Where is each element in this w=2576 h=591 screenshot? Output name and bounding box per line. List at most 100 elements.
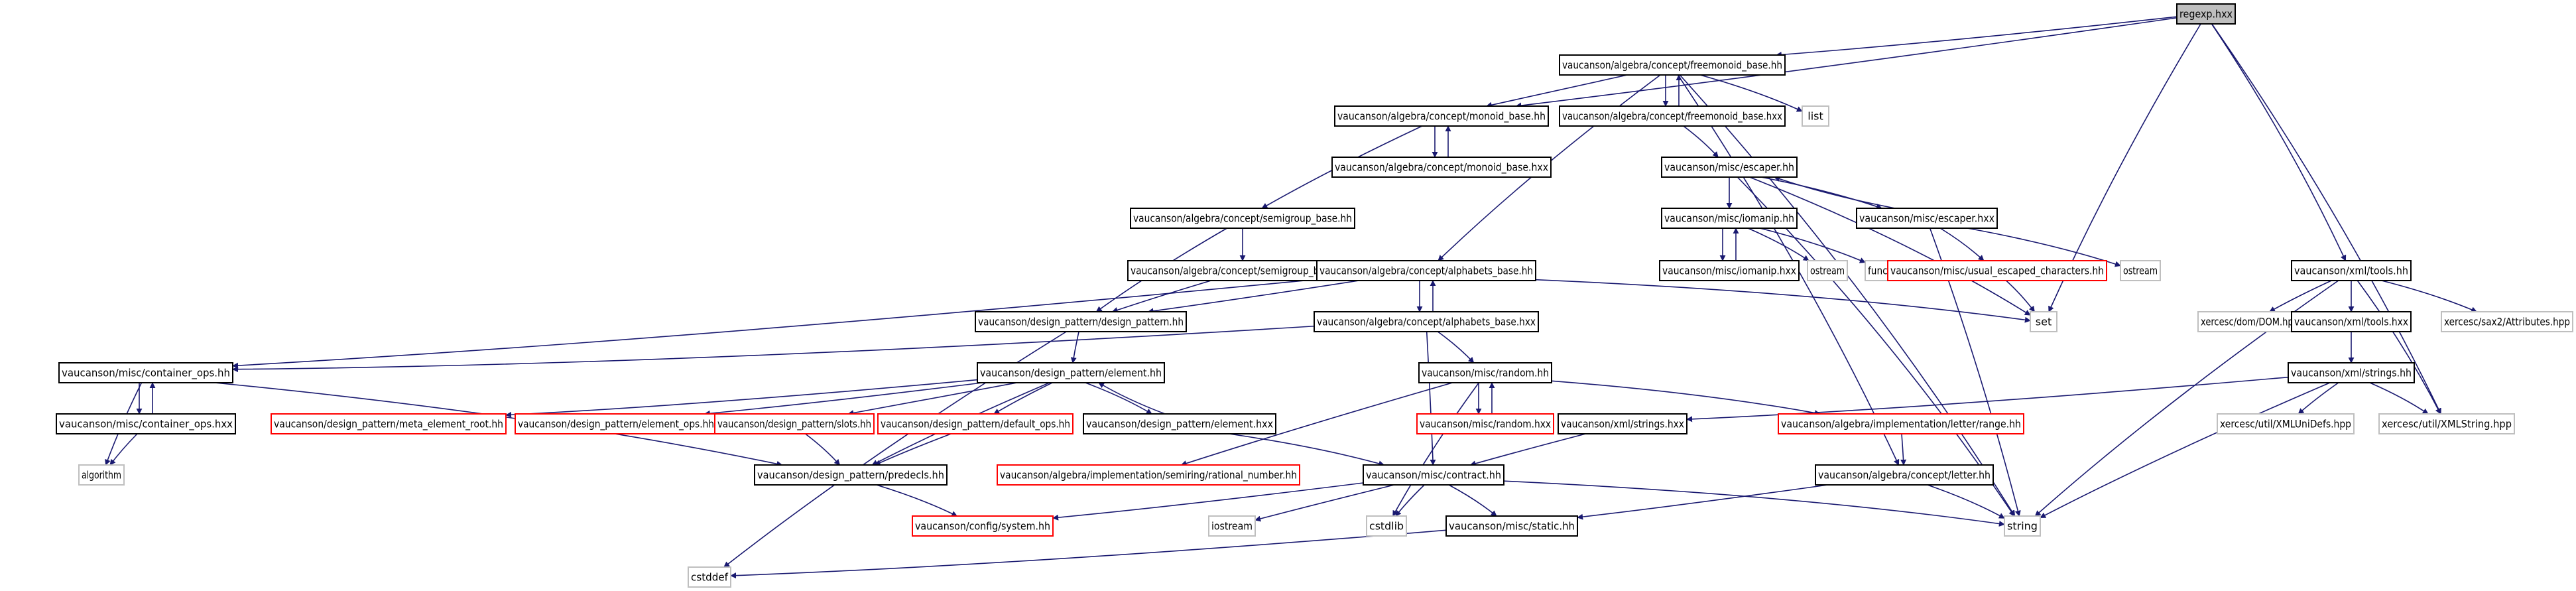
node-xml-tools-hh[interactable]: vaucanson/xml/tools.hh bbox=[2291, 260, 2412, 281]
node-label: vaucanson/misc/iomanip.hh bbox=[1664, 212, 1794, 225]
edge-regexp_hxx-to-xml_tools_hh bbox=[2211, 23, 2347, 261]
node-xml-strings-hh[interactable]: vaucanson/xml/strings.hh bbox=[2288, 362, 2415, 383]
node-label: vaucanson/misc/escaper.hh bbox=[1664, 161, 1794, 174]
node-usual-escaped-characters-hh[interactable]: vaucanson/misc/usual_escaped_characters.… bbox=[1887, 260, 2107, 281]
node-label: vaucanson/design_pattern/design_pattern.… bbox=[978, 316, 1184, 329]
node-freemonoid-base-hh[interactable]: vaucanson/algebra/concept/freemonoid_bas… bbox=[1559, 54, 1786, 76]
node-box bbox=[1807, 260, 1848, 281]
node-letter-hh[interactable]: vaucanson/algebra/concept/letter.hh bbox=[1815, 464, 1994, 486]
node-box bbox=[58, 362, 233, 383]
node-label: vaucanson/misc/container_ops.hh bbox=[62, 367, 230, 380]
edge-alphabets_base_hh-to-set bbox=[1535, 279, 2031, 323]
node-contract-hh[interactable]: vaucanson/misc/contract.hh bbox=[1363, 464, 1504, 486]
node-box bbox=[1083, 413, 1276, 434]
edge-alphabets_base_hxx-to-container_ops_hh bbox=[232, 325, 1315, 373]
node-container-ops-hh[interactable]: vaucanson/misc/container_ops.hh bbox=[58, 362, 233, 383]
node-label: vaucanson/misc/random.hh bbox=[1422, 367, 1549, 379]
node-regexp-hxx[interactable]: regexp.hxx bbox=[2176, 3, 2236, 25]
node-static-hh[interactable]: vaucanson/misc/static.hh bbox=[1445, 515, 1578, 537]
node-random-hxx[interactable]: vaucanson/misc/random.hxx bbox=[1416, 413, 1554, 434]
edge-contract_hh-to-iostream bbox=[1255, 484, 1394, 522]
edge-element_hh-to-element_ops_hh bbox=[704, 382, 983, 417]
node-box bbox=[56, 413, 236, 434]
node-box bbox=[2120, 260, 2161, 281]
node-label: vaucanson/algebra/concept/monoid_base.hh bbox=[1337, 110, 1546, 123]
edge-alphabets_base_hh-to-design_pattern_hh bbox=[1147, 280, 1359, 314]
edge-xml_strings_hh-to-string bbox=[2040, 382, 2331, 519]
node-label: set bbox=[2036, 316, 2052, 328]
node-meta-element-root-hh[interactable]: vaucanson/design_pattern/meta_element_ro… bbox=[271, 413, 507, 434]
node-label: vaucanson/design_pattern/element.hh bbox=[980, 367, 1162, 380]
edge-element_hh-to-default_ops_hh bbox=[993, 382, 1053, 415]
node-box bbox=[1130, 208, 1355, 229]
node-box bbox=[1334, 105, 1549, 127]
node-box bbox=[2176, 3, 2236, 25]
node-system-hh[interactable]: vaucanson/config/system.hh bbox=[912, 515, 1054, 537]
node-box bbox=[997, 464, 1300, 486]
node-box bbox=[1661, 208, 1798, 229]
edge-slots_hh-to-predecls_hh bbox=[805, 433, 841, 466]
node-label: vaucanson/design_pattern/meta_element_ro… bbox=[274, 418, 503, 431]
node-default-ops-hh[interactable]: vaucanson/design_pattern/default_ops.hh bbox=[877, 413, 1073, 434]
node-iomanip-hh[interactable]: vaucanson/misc/iomanip.hh bbox=[1661, 208, 1798, 229]
node-slots-hh[interactable]: vaucanson/design_pattern/slots.hh bbox=[714, 413, 875, 434]
node-box bbox=[2030, 311, 2057, 332]
node-rational-number-hh[interactable]: vaucanson/algebra/implementation/semirin… bbox=[997, 464, 1300, 486]
node-freemonoid-base-hxx[interactable]: vaucanson/algebra/concept/freemonoid_bas… bbox=[1559, 105, 1786, 127]
node-box bbox=[1661, 157, 1798, 178]
node-label: ostream bbox=[2123, 265, 2158, 277]
node-label: vaucanson/xml/strings.hxx bbox=[1561, 418, 1684, 430]
node-monoid-base-hh[interactable]: vaucanson/algebra/concept/monoid_base.hh bbox=[1334, 105, 1549, 127]
node-element-hxx[interactable]: vaucanson/design_pattern/element.hxx bbox=[1083, 413, 1276, 434]
node-alphabets-base-hxx[interactable]: vaucanson/algebra/concept/alphabets_base… bbox=[1314, 311, 1539, 332]
node-label: vaucanson/algebra/implementation/letter/… bbox=[1781, 418, 2021, 430]
node-box bbox=[2197, 311, 2302, 332]
edge-contract_hh-to-string bbox=[1503, 480, 2005, 527]
node-box bbox=[1366, 515, 1407, 537]
node-escaper-hh[interactable]: vaucanson/misc/escaper.hh bbox=[1661, 157, 1798, 178]
node-xml-strings-hxx[interactable]: vaucanson/xml/strings.hxx bbox=[1558, 413, 1687, 434]
node-box bbox=[2378, 413, 2515, 434]
edge-design_pattern_hh-to-element_hh bbox=[1070, 331, 1079, 363]
node-semigroup-base-hh[interactable]: vaucanson/algebra/concept/semigroup_base… bbox=[1130, 208, 1355, 229]
edge-freemonoid_base_hh-to-list bbox=[1699, 74, 1803, 112]
edge-letter_hh-to-string bbox=[1927, 484, 2005, 519]
edge-freemonoid_base_hh-to-monoid_base_hh bbox=[1485, 74, 1628, 108]
node-box bbox=[977, 362, 1165, 383]
node-iomanip-hxx[interactable]: vaucanson/misc/iomanip.hxx bbox=[1659, 260, 1800, 281]
node-monoid-base-hxx[interactable]: vaucanson/algebra/concept/monoid_base.hx… bbox=[1331, 157, 1552, 178]
node-box bbox=[1558, 413, 1687, 434]
node-xml-tools-hxx[interactable]: vaucanson/xml/tools.hxx bbox=[2291, 311, 2412, 332]
node-element-hh[interactable]: vaucanson/design_pattern/element.hh bbox=[977, 362, 1165, 383]
node-element-ops-hh[interactable]: vaucanson/design_pattern/element_ops.hh bbox=[515, 413, 717, 434]
edge-contract_hh-to-static_hh bbox=[1448, 484, 1497, 517]
node-cstddef: cstddef bbox=[688, 566, 731, 588]
node-label: list bbox=[1808, 110, 1823, 123]
node-box bbox=[714, 413, 875, 434]
edge-freemonoid_base_hh-to-string bbox=[1679, 74, 2016, 517]
node-box bbox=[1856, 208, 1998, 229]
node-label: vaucanson/misc/contract.hh bbox=[1366, 469, 1501, 482]
node-container-ops-hxx[interactable]: vaucanson/misc/container_ops.hxx bbox=[56, 413, 236, 434]
node-cstdlib: cstdlib bbox=[1366, 515, 1407, 537]
node-alphabets-base-hh[interactable]: vaucanson/algebra/concept/alphabets_base… bbox=[1316, 260, 1536, 281]
node-box bbox=[1659, 260, 1800, 281]
node-design-pattern-hh[interactable]: vaucanson/design_pattern/design_pattern.… bbox=[975, 311, 1187, 332]
node-set: set bbox=[2030, 311, 2057, 332]
node-label: algorithm bbox=[82, 469, 121, 482]
node-box bbox=[1887, 260, 2107, 281]
node-box bbox=[975, 311, 1187, 332]
node-label: vaucanson/algebra/concept/freemonoid_bas… bbox=[1562, 110, 1782, 123]
node-box bbox=[2004, 515, 2041, 537]
edge-random_hh-to-cstdlib bbox=[1392, 382, 1479, 517]
node-ostream2: ostream bbox=[2120, 260, 2161, 281]
node-label: vaucanson/xml/strings.hh bbox=[2291, 367, 2412, 379]
edge-contract_hh-to-system_hh bbox=[1052, 482, 1364, 521]
node-range-hh[interactable]: vaucanson/algebra/implementation/letter/… bbox=[1778, 413, 2024, 434]
node-random-hh[interactable]: vaucanson/misc/random.hh bbox=[1418, 362, 1552, 383]
node-escaper-hxx[interactable]: vaucanson/misc/escaper.hxx bbox=[1856, 208, 1998, 229]
node-label: cstddef bbox=[691, 571, 728, 584]
node-label: xercesc/util/XMLUniDefs.hpp bbox=[2220, 418, 2351, 430]
node-box bbox=[1445, 515, 1578, 537]
node-predecls-hh[interactable]: vaucanson/design_pattern/predecls.hh bbox=[754, 464, 948, 486]
